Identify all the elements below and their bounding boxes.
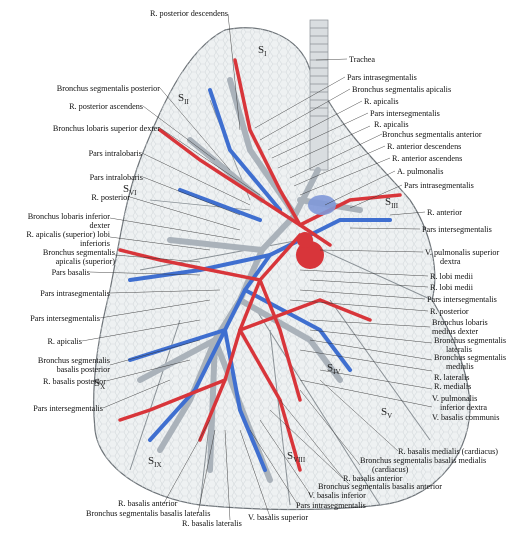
label-left-2: Bronchus lobaris superior dexter (52, 124, 160, 133)
label-right-0: Pars intrasegmentalis (347, 73, 417, 82)
segment-s4: SIV (327, 362, 341, 377)
label-right-14: R. lobi medii (430, 272, 473, 281)
label-left-15: R. apicalis (47, 337, 82, 346)
segment-s2: SII (178, 92, 189, 107)
label-right-25: R. medialis (434, 382, 472, 391)
label-bottom-8: Bronchus segmentalis basalis lateralis (86, 509, 211, 518)
label-right-8: A. pulmonalis (397, 167, 444, 176)
label-right-9: Pars intrasegmentalis (404, 181, 474, 190)
label-left-14: Pars intersegmentalis (30, 314, 100, 323)
label-bottom-5: V. basalis inferior (308, 491, 366, 500)
segment-s1: SI (258, 44, 267, 59)
label-right-11: Pars intersegmentalis (422, 225, 492, 234)
pulmonary-arteries (118, 58, 402, 472)
label-left-7: dexter (89, 221, 110, 230)
label-left-6: Bronchus lobaris inferior (27, 212, 110, 221)
label-left-18: R. basalis posterior (43, 377, 106, 386)
label-left-8: R. apicalis (superior) lobi (26, 230, 110, 239)
segment-s3: SIII (385, 196, 399, 211)
label-right-21: lateralis (446, 345, 472, 354)
label-right-2: R. apicalis (364, 97, 399, 106)
label-right-5: Bronchus segmentalis anterior (382, 130, 482, 139)
label-right-26: V. pulmonalis (432, 394, 478, 403)
label-right-27: inferior dextra (440, 403, 488, 412)
label-left-3: Pars intralobaris (88, 149, 142, 158)
label-left-9: inferioris (79, 239, 110, 248)
label-right-28: V. basalis communis (432, 413, 500, 422)
label-right-6: R. anterior descendens (387, 142, 462, 151)
label-r-posterior-descendens: R. posterior descendens (150, 9, 228, 18)
label-bottom-2: (cardiacus) (372, 465, 409, 474)
trachea (309, 19, 329, 171)
label-left-19: Pars intersegmentalis (33, 404, 103, 413)
label-right-10: R. anterior (427, 208, 463, 217)
segment-s5: SV (381, 406, 393, 421)
label-left-11: apicalis (superior) (55, 257, 115, 266)
label-right-3: Pars intersegmentalis (370, 109, 440, 118)
label-bottom-1: Bronchus segmentalis basalis medialis (360, 456, 487, 465)
label-bottom-3: R. basalis anterior (343, 474, 403, 483)
label-right-17: R. posterior (430, 307, 469, 316)
label-right-1: Bronchus segmentalis apicalis (352, 85, 452, 94)
label-right-4: R. apicalis (374, 120, 409, 129)
label-left-17: basalis posterior (56, 365, 110, 374)
label-bottom-0: R. basalis medialis (cardiacus) (398, 447, 499, 456)
label-trachea: Trachea (349, 55, 376, 64)
segment-s10: SX (94, 377, 106, 392)
label-bottom-10: V. basalis superior (248, 513, 309, 522)
label-right-22: Bronchus segmentalis (434, 353, 507, 362)
label-bottom-4: Bronchus segmentalis basalis anterior (318, 482, 442, 491)
segment-s8: SVIII (287, 450, 306, 465)
label-left-12: Pars basalis (51, 268, 90, 277)
label-left-0: Bronchus segmentalis posterior (56, 84, 160, 93)
label-left-1: R. posterior ascendens (69, 102, 143, 111)
label-bottom-7: R. basalis anterior (118, 499, 178, 508)
label-right-12: V. pulmonalis superior (425, 248, 500, 257)
label-left-13: Pars intrasegmentalis (40, 289, 110, 298)
label-left-4: Pars intralobaris (89, 173, 143, 182)
label-right-23: medialis (446, 362, 474, 371)
segment-s9: SIX (148, 455, 162, 470)
segment-s6: SVI (123, 183, 137, 198)
label-right-24: R. lateralis (434, 373, 470, 382)
label-left-16: Bronchus segmentalis (37, 356, 110, 365)
label-right-18: Bronchus lobaris (432, 318, 488, 327)
label-right-19: medius dexter (432, 327, 479, 336)
label-right-13: dextra (440, 257, 461, 266)
label-left-10: Bronchus segmentalis (42, 248, 115, 257)
label-right-15: R. lobi medii (430, 283, 473, 292)
label-bottom-6: Pars intrasegmentalis (296, 501, 366, 510)
label-left-5: R. posterior (91, 193, 130, 202)
label-bottom-9: R. basalis lateralis (182, 519, 242, 528)
label-right-16: Pars intersegmentalis (427, 295, 497, 304)
label-right-7: R. anterior ascendens (392, 154, 463, 163)
label-right-20: Bronchus segmentalis (434, 336, 507, 345)
